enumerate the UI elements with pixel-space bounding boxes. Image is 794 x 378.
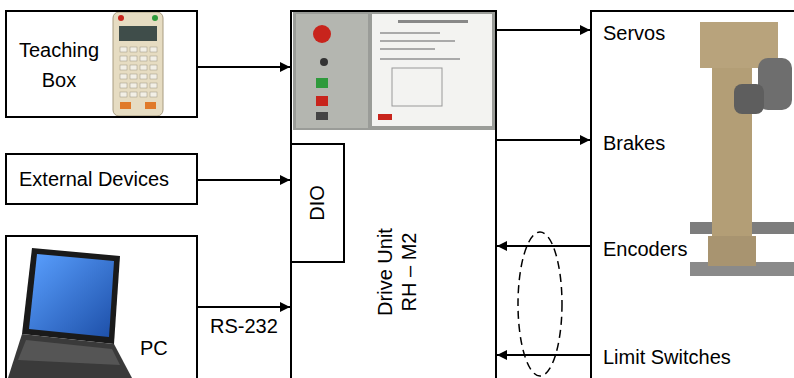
- node-label: Limit Switches: [603, 342, 783, 372]
- teaching-pendant-photo-part: [120, 83, 127, 88]
- robot-box: ServosBrakesEncodersLimit Switches: [590, 10, 794, 378]
- teaching-pendant-photo-part: [150, 65, 157, 70]
- arrow-connector: [198, 66, 290, 68]
- teaching-pendant-photo-part: [140, 74, 147, 79]
- teaching-pendant-photo-part: [120, 92, 127, 97]
- node-label: DIO: [305, 173, 329, 233]
- drive-unit-photo: [293, 12, 495, 130]
- teaching-pendant-photo-part: [120, 102, 131, 109]
- teaching-pendant-photo-part: [120, 65, 127, 70]
- teaching-pendant-photo-part: [120, 74, 127, 79]
- arrow-connector: [198, 179, 290, 181]
- teaching-pendant-photo-part: [120, 56, 127, 61]
- teaching-pendant-photo-part: [120, 47, 127, 52]
- node-label: Encoders: [603, 234, 783, 264]
- teaching-pendant-photo-part: [150, 83, 157, 88]
- teaching-pendant-photo-part: [130, 74, 137, 79]
- drive-unit-photo-part: [380, 40, 455, 42]
- laptop-illustration-part: [18, 340, 120, 365]
- input-box: External Devices: [5, 153, 198, 205]
- connector-label: RS-232: [208, 314, 280, 338]
- drive-unit-photo-part: [313, 25, 331, 43]
- drive-unit-photo-part: [380, 48, 435, 50]
- drive-unit-photo-part: [378, 114, 392, 120]
- dio-box: DIO: [290, 143, 345, 263]
- arrow-connector: [497, 245, 590, 247]
- node-label: Brakes: [603, 128, 783, 158]
- drive-unit-photo-part: [316, 112, 328, 120]
- teaching-pendant-photo-part: [140, 65, 147, 70]
- node-label: Drive Unit RH – M2: [373, 217, 421, 327]
- teaching-pendant-photo-part: [140, 92, 147, 97]
- robot-photo-part: [734, 84, 764, 114]
- drive-unit-photo-part: [372, 14, 492, 126]
- teaching-pendant-photo-part: [130, 56, 137, 61]
- teaching-pendant-photo-part: [145, 102, 156, 109]
- node-label: Teaching Box: [9, 35, 109, 95]
- drive-unit-photo-part: [296, 14, 368, 128]
- teaching-pendant-photo-part: [118, 15, 124, 21]
- laptop-illustration: [8, 248, 132, 378]
- drive-unit-photo-part: [392, 68, 442, 106]
- drive-unit-photo-part: [316, 96, 328, 106]
- teaching-pendant-photo-part: [150, 92, 157, 97]
- robot-photo-part: [708, 236, 756, 266]
- drive-unit-photo-part: [316, 78, 328, 88]
- laptop-illustration-part: [29, 254, 114, 337]
- drive-unit-photo-part: [380, 32, 440, 34]
- teaching-pendant-photo-part: [130, 47, 137, 52]
- arrow-connector: [198, 306, 290, 308]
- node-label: Servos: [603, 18, 783, 48]
- input-box: PC: [5, 235, 198, 378]
- input-box: Teaching Box: [5, 10, 198, 118]
- drive-unit-photo-part: [398, 20, 468, 23]
- teaching-pendant-photo: [113, 12, 163, 116]
- arrow-connector: [497, 29, 590, 31]
- teaching-pendant-photo-part: [119, 26, 157, 41]
- drive-unit-photo-part: [320, 58, 328, 66]
- teaching-pendant-photo-part: [152, 15, 158, 21]
- teaching-pendant-photo-part: [140, 47, 147, 52]
- teaching-pendant-photo-part: [140, 83, 147, 88]
- drive-unit-box: DIO Drive Unit RH – M2: [290, 10, 497, 378]
- laptop-illustration-part: [8, 334, 132, 378]
- robot-photo: [690, 22, 794, 276]
- teaching-pendant-photo-part: [140, 56, 147, 61]
- drive-unit-photo-part: [380, 58, 460, 60]
- node-label: PC: [140, 333, 190, 363]
- drive-unit-photo-part: [293, 12, 495, 130]
- arrow-connector: [497, 139, 590, 141]
- teaching-pendant-photo-part: [130, 83, 137, 88]
- teaching-pendant-photo-part: [113, 12, 163, 116]
- node-label: External Devices: [19, 164, 194, 194]
- robot-photo-part: [712, 40, 752, 240]
- arrow-connector: [497, 354, 590, 356]
- teaching-pendant-photo-part: [150, 74, 157, 79]
- teaching-pendant-photo-part: [150, 56, 157, 61]
- teaching-pendant-photo-part: [130, 92, 137, 97]
- teaching-pendant-photo-part: [130, 65, 137, 70]
- laptop-illustration-part: [22, 248, 120, 344]
- teaching-pendant-photo-part: [150, 47, 157, 52]
